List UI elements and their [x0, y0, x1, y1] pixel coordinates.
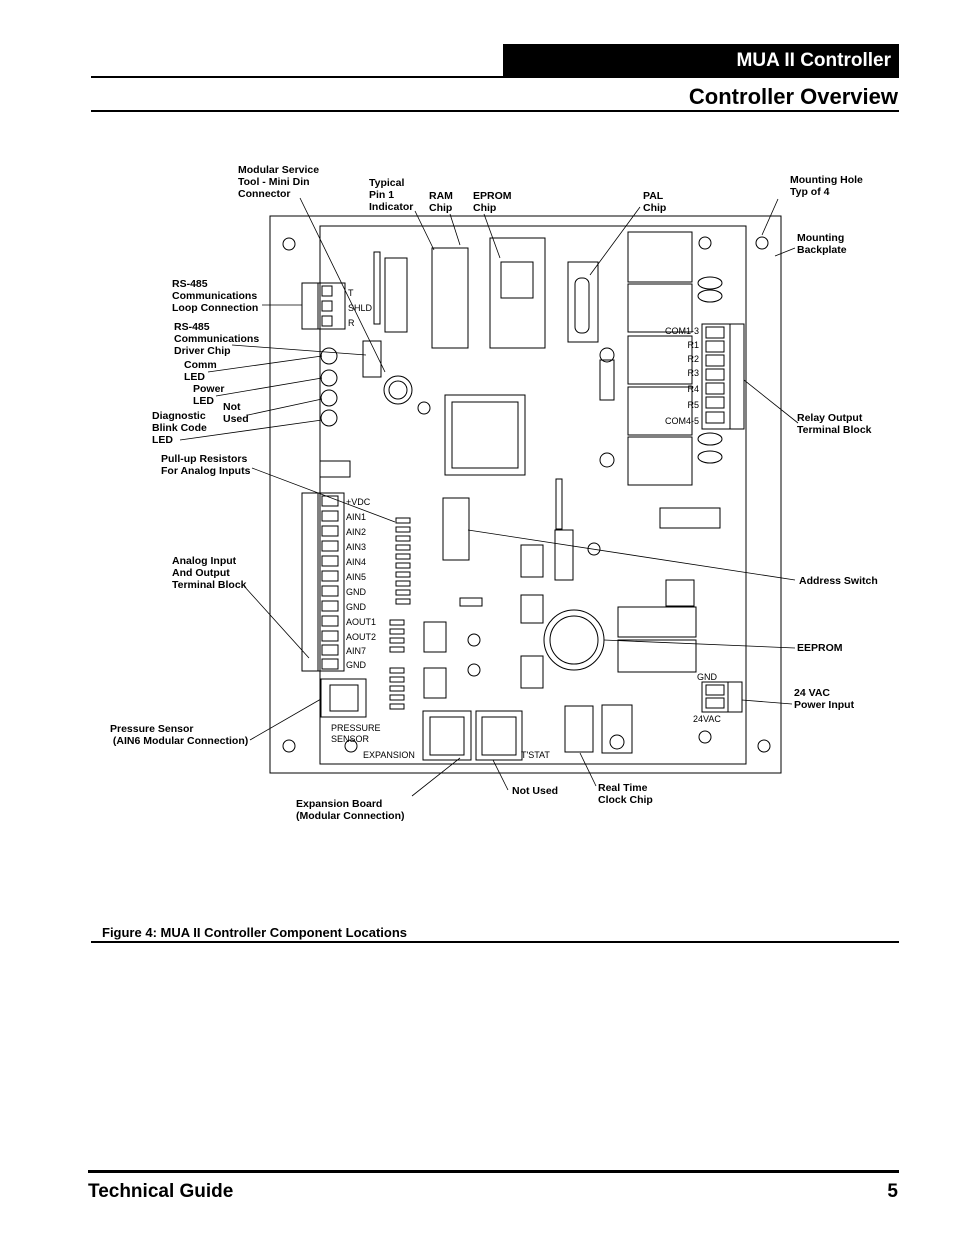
callout-ram-chip: RAM Chip	[429, 190, 453, 214]
board-terminal-label: AIN7	[346, 646, 366, 656]
board-terminal-label: AOUT2	[346, 632, 376, 642]
section-title: MUA II Controller	[736, 50, 891, 71]
callout-address-switch: Address Switch	[799, 575, 878, 587]
board-terminal-label: R2	[687, 354, 699, 364]
board-terminal-label: 24VAC	[693, 714, 721, 724]
header-rule	[91, 76, 899, 78]
board-terminal-label: AIN2	[346, 527, 366, 537]
callout-expansion-board: Expansion Board (Modular Connection)	[296, 798, 405, 822]
mounting-hole-tl	[282, 237, 296, 251]
title-rule	[91, 110, 899, 112]
caption-rule	[91, 941, 899, 943]
callout-diagnostic-led: Diagnostic Blink Code LED	[152, 410, 207, 446]
board-terminal-label: COM1-3	[665, 326, 699, 336]
callout-not-used-led: Not Used	[223, 401, 249, 425]
callout-pullup-resistors: Pull-up Resistors For Analog Inputs	[161, 453, 251, 477]
callout-mounting-hole: Mounting Hole Typ of 4	[790, 174, 863, 198]
callout-power-input: 24 VAC Power Input	[794, 687, 855, 711]
figure-caption: Figure 4: MUA II Controller Component Lo…	[102, 925, 408, 940]
board-terminal-label: COM4-5	[665, 416, 699, 426]
footer-guide-title: Technical Guide	[88, 1181, 234, 1202]
power-terminal-labels: GND 24VAC	[693, 672, 721, 724]
expansion-label: EXPANSION	[363, 750, 415, 760]
board-terminal-label: AIN4	[346, 557, 366, 567]
rs485-terminal-labels: T SHLD R	[348, 288, 373, 328]
callout-typical-pin1: Typical Pin 1 Indicator	[369, 177, 414, 213]
circuit-board	[319, 225, 747, 765]
board-terminal-label: R3	[687, 368, 699, 378]
section-header-box: MUA II Controller	[503, 44, 899, 78]
callout-power-led: Power LED	[193, 383, 225, 407]
term-r: R	[348, 318, 355, 328]
term-shld: SHLD	[348, 303, 373, 313]
board-terminal-label: R1	[687, 340, 699, 350]
mounting-hole-bl	[282, 739, 296, 753]
page-number: 5	[887, 1181, 898, 1202]
board-terminal-label: GND	[697, 672, 718, 682]
mounting-backplate	[269, 215, 782, 774]
tstat-label: T'STAT	[521, 750, 550, 760]
callout-rs485-loop: RS-485 Communications Loop Connection	[172, 278, 259, 314]
callout-rs485-driver: RS-485 Communications Driver Chip	[174, 321, 260, 357]
board-terminal-label: AIN3	[346, 542, 366, 552]
board-terminal-label: AOUT1	[346, 617, 376, 627]
pressure-label-1: PRESSURE	[331, 723, 381, 733]
board-terminal-label: GND	[346, 587, 367, 597]
callout-comm-led: Comm LED	[184, 359, 217, 383]
callout-rtc-chip: Real Time Clock Chip	[598, 782, 653, 806]
mounting-hole-br	[757, 739, 771, 753]
board-terminal-label: +VDC	[346, 497, 371, 507]
term-t: T	[348, 288, 354, 298]
mounting-hole-tr	[755, 236, 769, 250]
callout-modular-service: Modular Service Tool - Mini Din Connecto…	[238, 164, 320, 200]
board-terminal-label: R5	[687, 400, 699, 410]
callout-eeprom: EEPROM	[797, 642, 843, 654]
board-terminal-label: AIN1	[346, 512, 366, 522]
callout-pal-chip: PAL Chip	[643, 190, 667, 214]
board-terminal-label: GND	[346, 660, 367, 670]
pressure-label-2: SENSOR	[331, 734, 370, 744]
callout-not-used-tstat: Not Used	[512, 785, 559, 797]
page-title: Controller Overview	[688, 84, 898, 109]
board-terminal-label: AIN5	[346, 572, 366, 582]
callout-analog-block: Analog Input And Output Terminal Block	[172, 555, 247, 591]
callout-mounting-backplate: Mounting Backplate	[797, 232, 847, 256]
callout-eprom-chip: EPROM Chip	[473, 190, 512, 214]
callout-pressure-sensor: Pressure Sensor (AIN6 Modular Connection…	[110, 723, 249, 747]
analog-terminal-labels: +VDC AIN1 AIN2 AIN3 AIN4 AIN5 GND GND AO…	[346, 497, 376, 670]
board-terminal-label: R4	[687, 384, 699, 394]
board-terminal-label: GND	[346, 602, 367, 612]
footer-rule	[88, 1170, 899, 1173]
callout-relay-block: Relay Output Terminal Block	[797, 412, 872, 436]
relay-terminal-labels: COM1-3 R1 R2 R3 R4 R5 COM4-5	[665, 326, 699, 426]
